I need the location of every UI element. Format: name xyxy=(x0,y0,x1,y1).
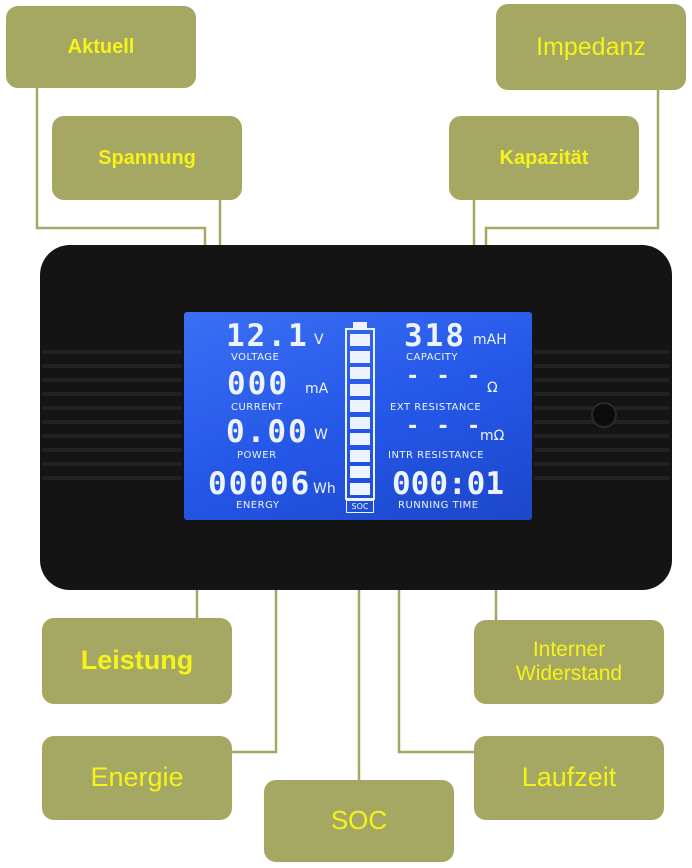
current-value: 000 xyxy=(227,366,289,402)
callout-interner-text-1: Interner xyxy=(532,637,606,661)
battery-segment xyxy=(350,466,370,478)
power-unit: W xyxy=(314,427,328,443)
intr-resistance-label: INTR RESISTANCE xyxy=(388,450,485,461)
soc-label: SOC xyxy=(346,500,374,513)
battery-segment xyxy=(350,433,370,445)
capacity-value: 318 xyxy=(404,318,466,354)
callout-interner-widerstand: Interner Widerstand xyxy=(474,620,664,704)
line-energie xyxy=(232,512,278,754)
voltage-unit: V xyxy=(314,332,324,348)
battery-segment xyxy=(350,449,370,462)
callout-soc: SOC xyxy=(264,780,454,862)
running-time-label: RUNNING TIME xyxy=(398,500,479,511)
callout-spannung: Spannung xyxy=(52,116,242,200)
current-unit: mA xyxy=(305,381,329,397)
device-groove-left xyxy=(42,340,182,490)
callout-aktuell: Aktuell xyxy=(6,6,196,88)
callout-aktuell-text: Aktuell xyxy=(67,35,135,58)
battery-gauge xyxy=(345,328,375,500)
battery-cap xyxy=(353,322,367,328)
battery-segment xyxy=(350,367,370,379)
battery-segment xyxy=(350,334,370,346)
battery-segment xyxy=(350,400,370,412)
callout-leistung-text: Leistung xyxy=(80,645,194,676)
callout-laufzeit-text: Laufzeit xyxy=(521,762,617,793)
callout-soc-text: SOC xyxy=(330,805,388,836)
device-button[interactable] xyxy=(591,402,617,428)
callout-kapazitaet: Kapazität xyxy=(449,116,639,200)
energy-value: 00006 xyxy=(208,466,312,502)
callout-energie: Energie xyxy=(42,736,232,820)
capacity-unit: mAH xyxy=(473,332,507,348)
line-laufzeit xyxy=(397,511,474,754)
battery-segment xyxy=(350,416,370,429)
ext-resistance-unit: Ω xyxy=(487,380,498,396)
voltage-label: VOLTAGE xyxy=(231,352,280,363)
callout-impedanz-text: Impedanz xyxy=(536,32,646,61)
callout-impedanz: Impedanz xyxy=(496,4,686,90)
running-time-value: 000:01 xyxy=(392,466,504,502)
callout-leistung: Leistung xyxy=(42,618,232,704)
callout-laufzeit: Laufzeit xyxy=(474,736,664,820)
battery-segment xyxy=(350,383,370,396)
callout-kapazitaet-text: Kapazität xyxy=(499,146,589,169)
ext-resistance-label: EXT RESISTANCE xyxy=(390,402,482,413)
intr-resistance-unit: mΩ xyxy=(480,428,505,444)
power-value: 0.00 xyxy=(226,414,309,450)
energy-label: ENERGY xyxy=(236,500,280,511)
callout-interner-text-2: Widerstand xyxy=(515,662,623,685)
ext-resistance-value: - - - xyxy=(406,364,483,389)
current-label: CURRENT xyxy=(231,402,283,413)
voltage-value: 12.1 xyxy=(226,318,309,354)
power-label: POWER xyxy=(237,450,277,461)
callout-energie-text: Energie xyxy=(90,762,184,793)
capacity-label: CAPACITY xyxy=(406,352,459,363)
battery-segment xyxy=(350,482,370,495)
callout-spannung-text: Spannung xyxy=(98,146,196,169)
energy-unit: Wh xyxy=(313,481,336,497)
intr-resistance-value: - - - xyxy=(406,414,483,439)
battery-segment xyxy=(350,350,370,363)
